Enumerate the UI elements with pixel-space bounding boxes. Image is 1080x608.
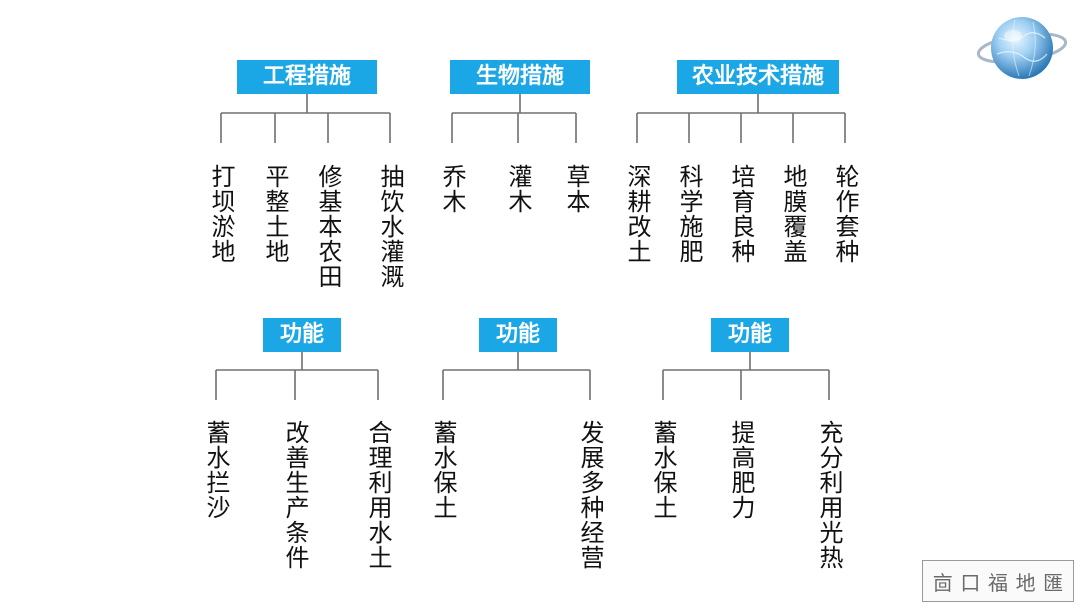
stamp-char: 匯: [1043, 570, 1064, 595]
stamp-char: 福: [987, 570, 1008, 595]
leaf-item: 改善生产条件: [281, 420, 309, 570]
leaf-item: 乔木: [438, 164, 466, 214]
group-header: 农业技术措施: [677, 60, 839, 94]
globe-icon: [976, 17, 1068, 79]
stamp-char: 地: [1015, 570, 1036, 595]
leaf-item: 发展多种经营: [576, 420, 604, 570]
leaf-item: 草本: [562, 164, 590, 214]
leaf-item: 合理利用水土: [364, 420, 392, 570]
leaf-item: 蓄水保土: [429, 420, 457, 520]
leaf-item: 平整土地: [261, 164, 289, 264]
leaf-item: 修基本农田: [314, 164, 342, 289]
group-header: 功能: [479, 318, 557, 352]
leaf-item: 打坝淤地: [207, 164, 235, 264]
leaf-item: 科学施肥: [675, 164, 703, 264]
leaf-item: 蓄水保土: [649, 420, 677, 520]
leaf-item: 提高肥力: [727, 420, 755, 520]
group-header: 功能: [263, 318, 341, 352]
leaf-item: 灌木: [504, 164, 532, 214]
leaf-item: 充分利用光热: [815, 420, 843, 570]
leaf-item: 培育良种: [727, 164, 755, 264]
leaf-item: 地膜覆盖: [779, 164, 807, 264]
leaf-item: 抽饮水灌溉: [376, 164, 404, 289]
stamp-char: 口: [960, 570, 981, 595]
leaf-item: 轮作套种: [831, 164, 859, 264]
seal-stamp: 㐭 口 福 地 匯: [922, 560, 1074, 602]
leaf-item: 蓄水拦沙: [202, 420, 230, 520]
group-header: 生物措施: [450, 60, 590, 94]
group-header: 工程措施: [237, 60, 377, 94]
group-header: 功能: [711, 318, 789, 352]
leaf-item: 深耕改土: [623, 164, 651, 264]
stamp-char: 㐭: [932, 570, 953, 595]
